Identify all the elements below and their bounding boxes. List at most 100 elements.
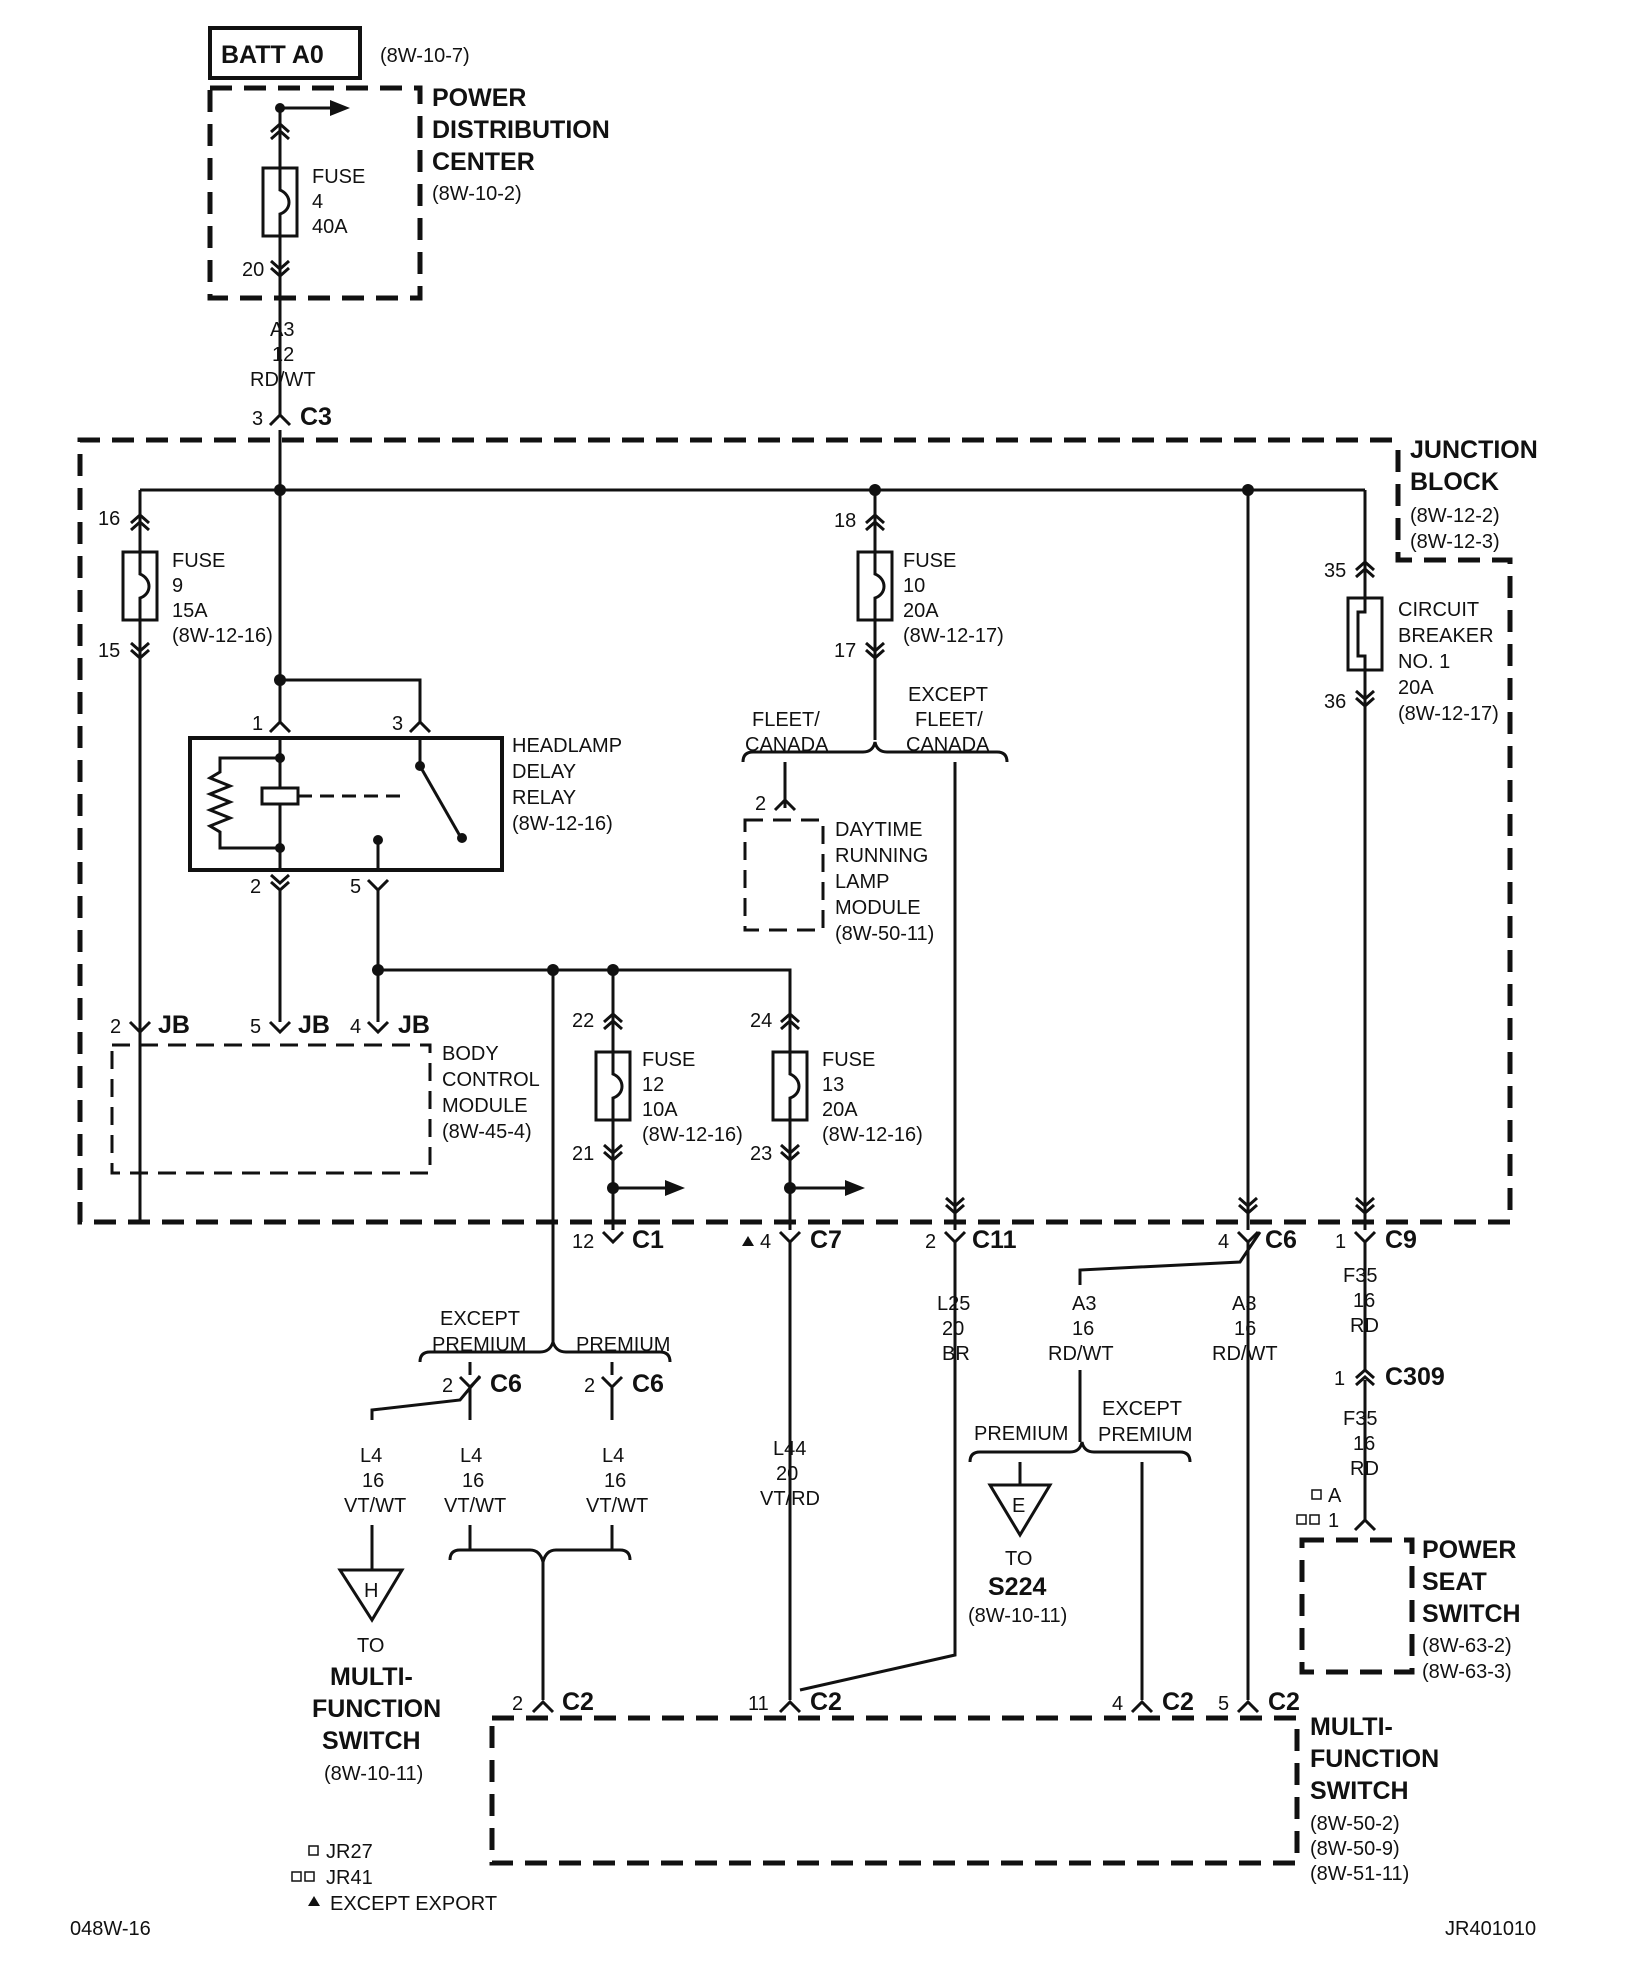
l44-label-3: VT/RD — [760, 1488, 820, 1510]
c2-label-4: C2 — [1268, 1688, 1300, 1716]
except-fleet-label-3: CANADA — [906, 734, 990, 756]
fuse-4-label-2: 4 — [312, 191, 323, 213]
l25-label-1: L25 — [937, 1293, 970, 1315]
power-seat-pin-1: 1 — [1328, 1510, 1339, 1532]
a3-left-3: RD/WT — [1048, 1343, 1114, 1365]
f35-circuit: F35 16 RD 1 C309 F35 16 RD A 1 POWER SEA… — [1296, 1242, 1521, 1683]
h-ref: (8W-10-11) — [324, 1763, 423, 1785]
h-to: TO — [357, 1635, 384, 1657]
daytime-running-lamp-module-box — [743, 818, 825, 932]
f35-bottom-3: RD — [1350, 1458, 1379, 1480]
fuse-13-label-1: FUSE — [822, 1049, 875, 1071]
fuse-10-label-2: 10 — [903, 575, 925, 597]
batt-label: BATT A0 — [221, 41, 324, 69]
junction-block: JUNCTION BLOCK (8W-12-2) (8W-12-3) 16 15… — [77, 430, 1538, 1230]
multi-function-switch: 2 C2 11 C2 4 C2 5 C2 MULTI- FUNCTION SWI… — [489, 1688, 1439, 1885]
c6-label: C6 — [1265, 1226, 1297, 1254]
jb-title-1: JUNCTION — [1410, 436, 1538, 464]
headlamp-delay-relay-symbol — [188, 736, 504, 872]
jr41-marker-a — [291, 1871, 302, 1882]
c3-pin: 3 — [252, 408, 263, 430]
jb-title-2: BLOCK — [1410, 468, 1499, 496]
c2-label-3: C2 — [1162, 1688, 1194, 1716]
breaker-label-1: CIRCUIT — [1398, 599, 1479, 621]
fuse-13-label-3: 20A — [822, 1099, 858, 1121]
mfs-title-3: SWITCH — [1310, 1777, 1409, 1805]
c7-label: C7 — [810, 1226, 842, 1254]
relay-pin-5: 5 — [350, 876, 361, 898]
fuse-10-pin-top: 18 — [834, 510, 856, 532]
l4-pr-3: VT/WT — [586, 1495, 648, 1517]
square-marker-double-b — [1309, 1514, 1320, 1525]
c309-pin: 1 — [1334, 1368, 1345, 1390]
c6-pr-label: C6 — [632, 1370, 664, 1398]
fuse-9-label-3: 15A — [172, 600, 208, 622]
jb-pin-4: 4 — [350, 1016, 361, 1038]
fuse-10-pin-bottom: 17 — [834, 640, 856, 662]
f35-bottom-1: F35 — [1343, 1408, 1377, 1430]
jb-output-connectors: 12 C1 4 C7 2 C11 4 C6 1 C9 — [572, 1226, 1417, 1254]
legend-jr27: JR27 — [326, 1841, 373, 1863]
f35-top-3: RD — [1350, 1315, 1379, 1337]
breaker-label-3: NO. 1 — [1398, 651, 1450, 673]
breaker-label-4: 20A — [1398, 677, 1434, 699]
relay-label-2: DELAY — [512, 761, 576, 783]
fuse-12-pin-bottom: 21 — [572, 1143, 594, 1165]
batt-ref: (8W-10-7) — [380, 45, 470, 67]
e-dest: S224 — [988, 1573, 1046, 1601]
except-fleet-label-2: FLEET/ — [915, 709, 983, 731]
pdc-title-3: CENTER — [432, 148, 535, 176]
relay-label-1: HEADLAMP — [512, 735, 622, 757]
footer-left: 048W-16 — [70, 1918, 151, 1940]
a3-left-2: 16 — [1072, 1318, 1094, 1340]
fuse-9-label-1: FUSE — [172, 550, 225, 572]
fuse-9-pin-bottom: 15 — [98, 640, 120, 662]
legend-export: EXCEPT EXPORT — [330, 1893, 497, 1915]
multi-function-switch-box — [489, 1715, 1300, 1866]
drl-pin: 2 — [755, 793, 766, 815]
pdc-title-1: POWER — [432, 84, 526, 112]
a3-circuits: A3 16 RD/WT A3 16 RD/WT PREMIUM EXCEPT P… — [968, 1231, 1278, 1700]
fuse-9-pin-top: 16 — [98, 508, 120, 530]
power-seat-switch-box — [1299, 1537, 1415, 1675]
batt-a0-box — [208, 26, 362, 80]
h-dest-3: SWITCH — [322, 1727, 421, 1755]
power-seat-pin-a: A — [1328, 1485, 1342, 1507]
e-to: TO — [1005, 1548, 1032, 1570]
fuse-12-pin-top: 22 — [572, 1010, 594, 1032]
mfs-ref-3: (8W-51-11) — [1310, 1863, 1409, 1885]
c1-pin: 12 — [572, 1231, 594, 1253]
jb-ref-2: (8W-12-3) — [1410, 531, 1500, 553]
drl-label-3: LAMP — [835, 871, 889, 893]
c2-pin-2: 2 — [512, 1693, 523, 1715]
c6-pin: 4 — [1218, 1231, 1229, 1253]
c11-pin: 2 — [925, 1231, 936, 1253]
l4-pr-1: L4 — [602, 1445, 624, 1467]
e-ref: (8W-10-11) — [968, 1605, 1067, 1627]
drl-label-1: DAYTIME — [835, 819, 922, 841]
fuse-9-label-2: 9 — [172, 575, 183, 597]
pdc-title-2: DISTRIBUTION — [432, 116, 610, 144]
l44-circuit: L44 20 VT/RD — [760, 1242, 820, 1700]
footer-right: JR401010 — [1445, 1918, 1536, 1940]
ground-h-symbol — [337, 1568, 405, 1623]
e-letter: E — [1012, 1495, 1025, 1517]
jb-label-1: JB — [158, 1011, 190, 1039]
relay-pin-2: 2 — [250, 876, 261, 898]
f35-bottom-2: 16 — [1353, 1433, 1375, 1455]
c6-ex-label: C6 — [490, 1370, 522, 1398]
l44-label-2: 20 — [776, 1463, 798, 1485]
c11-label: C11 — [972, 1226, 1017, 1254]
a3-right-2: 16 — [1234, 1318, 1256, 1340]
fuse-13-label-4: (8W-12-16) — [822, 1124, 923, 1146]
jb-pin-2: 2 — [110, 1016, 121, 1038]
jb-label-2: JB — [298, 1011, 330, 1039]
fuse-13-pin-bottom: 23 — [750, 1143, 772, 1165]
l25-label-3: BR — [942, 1343, 970, 1365]
c2-label-2: C2 — [810, 1688, 842, 1716]
c2-pin-11: 11 — [748, 1693, 769, 1715]
fuse-10-label-1: FUSE — [903, 550, 956, 572]
legend-jr41: JR41 — [326, 1867, 373, 1889]
pdc-box — [207, 85, 423, 301]
except-premium-2-label-2: PREMIUM — [1098, 1424, 1192, 1446]
